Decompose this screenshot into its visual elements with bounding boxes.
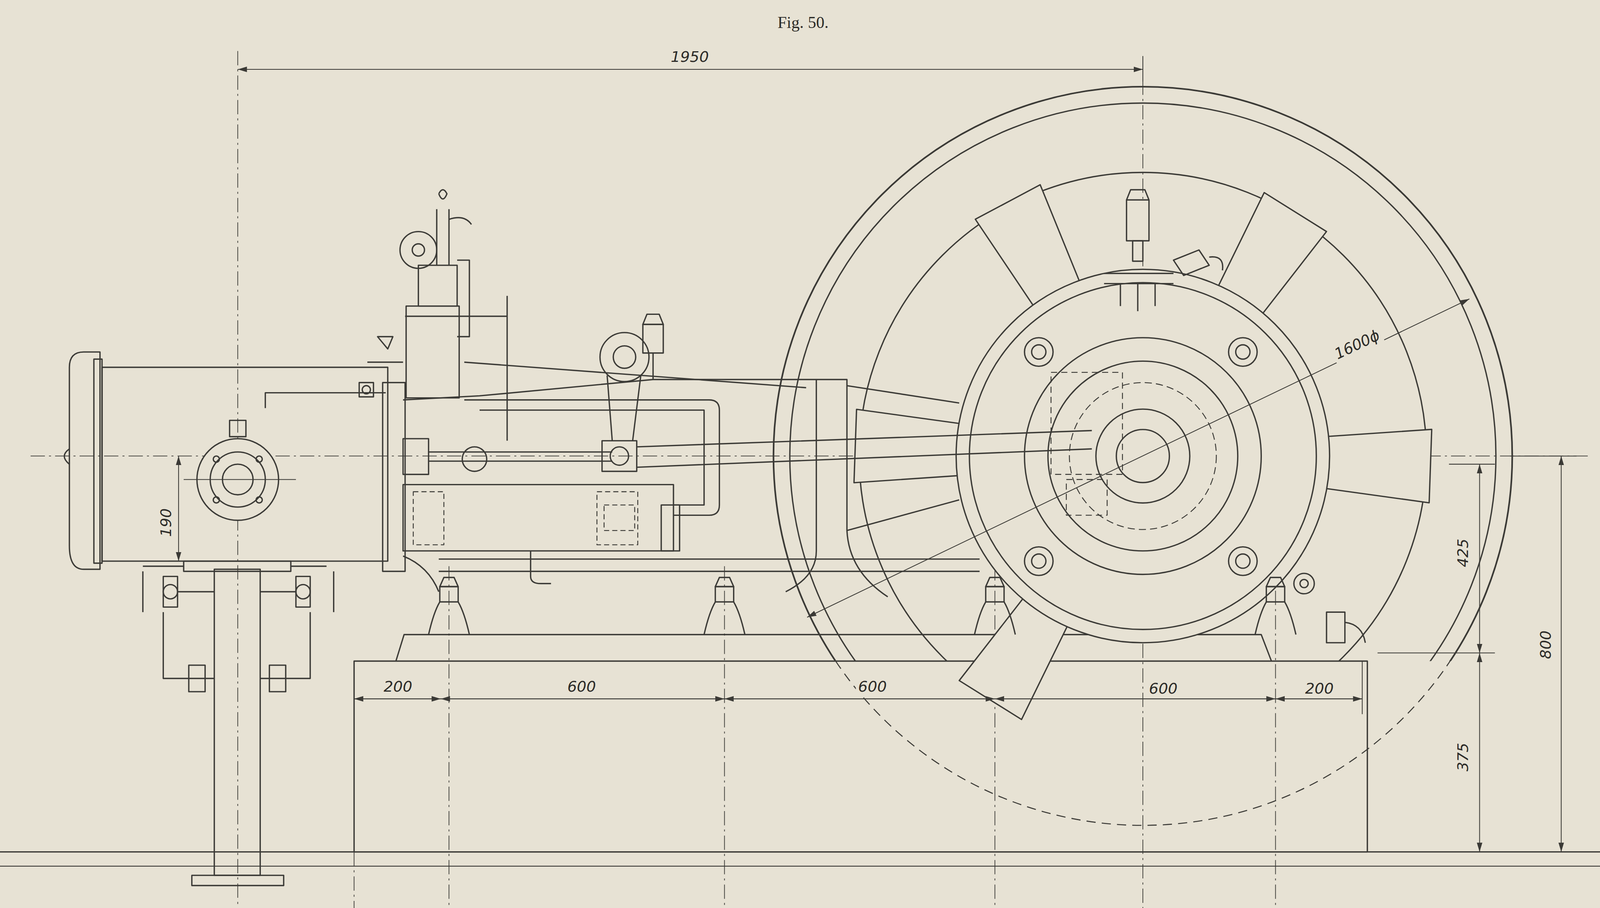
foundation xyxy=(353,661,1368,853)
gas-pipes xyxy=(143,561,334,886)
figure-title: Fig. 50. xyxy=(777,13,829,32)
dimension-label: 425 xyxy=(1454,536,1472,570)
dimension-label: 1950 xyxy=(668,48,712,66)
foundation-bolts xyxy=(428,573,1366,643)
engine-frame xyxy=(403,379,980,597)
lubricator xyxy=(1104,189,1223,312)
flywheel-spokes xyxy=(853,184,1432,720)
dimension-label: 200 xyxy=(1302,680,1337,698)
dimension-lines xyxy=(168,55,1577,852)
cylinder xyxy=(64,351,406,572)
valve-gear xyxy=(359,189,1092,531)
flywheel-rim xyxy=(773,86,1513,661)
dimension-label: 600 xyxy=(855,678,890,696)
dimension-label: 600 xyxy=(565,678,599,696)
ground-line xyxy=(0,865,1600,867)
flywheel-hidden xyxy=(773,86,1513,826)
dimension-label: 375 xyxy=(1454,740,1472,774)
dimension-label: 190 xyxy=(158,505,175,540)
dimension-label: 600 xyxy=(1146,680,1181,698)
center-lines xyxy=(30,50,1593,908)
dimension-label: 800 xyxy=(1537,628,1555,662)
diameter-label: 1600ϕ xyxy=(1329,325,1385,364)
dimension-label: 200 xyxy=(381,678,415,696)
